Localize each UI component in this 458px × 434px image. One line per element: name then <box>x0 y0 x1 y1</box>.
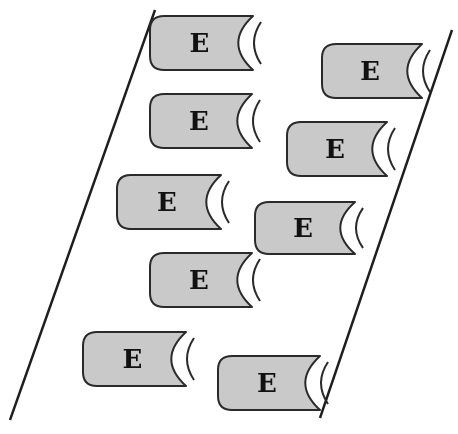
e-block-label: E <box>293 214 313 244</box>
e-block-shape <box>82 331 187 387</box>
e-block-shape <box>149 252 253 308</box>
e-block-hook <box>252 258 261 302</box>
e-block: E <box>149 93 261 149</box>
e-block-label: E <box>257 369 277 399</box>
e-block-label: E <box>190 29 210 59</box>
e-block: E <box>286 121 396 177</box>
e-block-hook <box>186 337 195 381</box>
e-block: E <box>254 201 364 255</box>
e-block: E <box>149 252 261 308</box>
e-block-hook <box>252 99 261 143</box>
e-block: E <box>321 43 431 99</box>
e-block: E <box>217 355 329 411</box>
e-block-hook <box>221 180 230 224</box>
e-block-shape <box>286 121 388 177</box>
right-boundary-line <box>318 29 454 419</box>
e-block-hook <box>320 361 329 405</box>
e-block-label: E <box>360 57 380 87</box>
e-block-label: E <box>325 135 345 165</box>
e-block-hook <box>253 21 262 65</box>
e-block-hook <box>355 207 364 249</box>
e-block: E <box>116 174 230 230</box>
e-block: E <box>82 331 195 387</box>
e-block-label: E <box>123 345 143 375</box>
e-block-label: E <box>157 188 177 218</box>
e-block-hook <box>422 49 431 93</box>
e-block-label: E <box>189 107 209 137</box>
e-block-hook <box>387 127 396 171</box>
e-block-shape <box>149 93 253 149</box>
left-boundary-line <box>8 9 157 421</box>
e-block-shape <box>217 355 321 411</box>
e-block-shape <box>321 43 423 99</box>
e-block: E <box>149 15 262 71</box>
e-block-shape <box>149 15 254 71</box>
e-block-label: E <box>189 266 209 296</box>
e-block-shape <box>116 174 222 230</box>
e-block-shape <box>254 201 356 255</box>
blocks-layer: E E E E E E E E E <box>82 15 431 411</box>
